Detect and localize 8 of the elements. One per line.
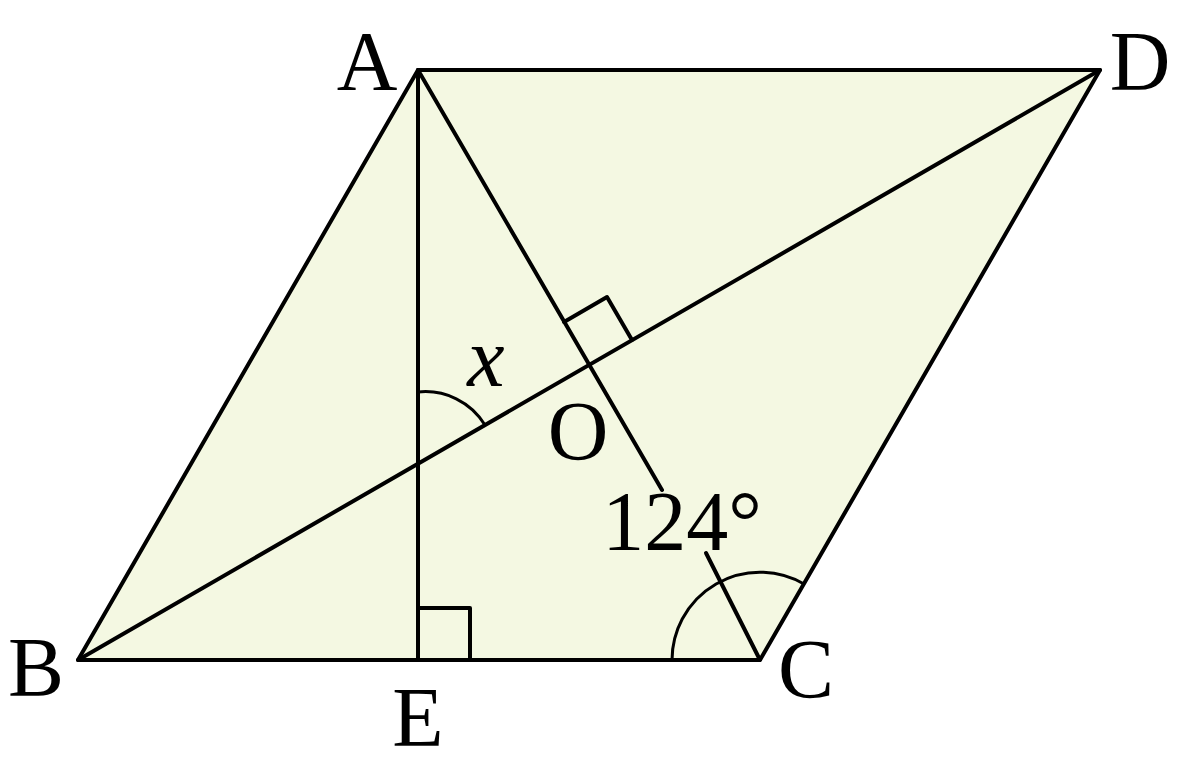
vertex-label: B (8, 626, 64, 710)
vertex-label: C (778, 628, 834, 712)
vertex-label: A (336, 20, 398, 104)
angle-label: x (467, 316, 505, 400)
vertex-label: E (392, 676, 444, 760)
angle-label: 124° (602, 480, 762, 564)
vertex-label: D (1109, 20, 1171, 104)
vertex-label: O (547, 390, 609, 474)
